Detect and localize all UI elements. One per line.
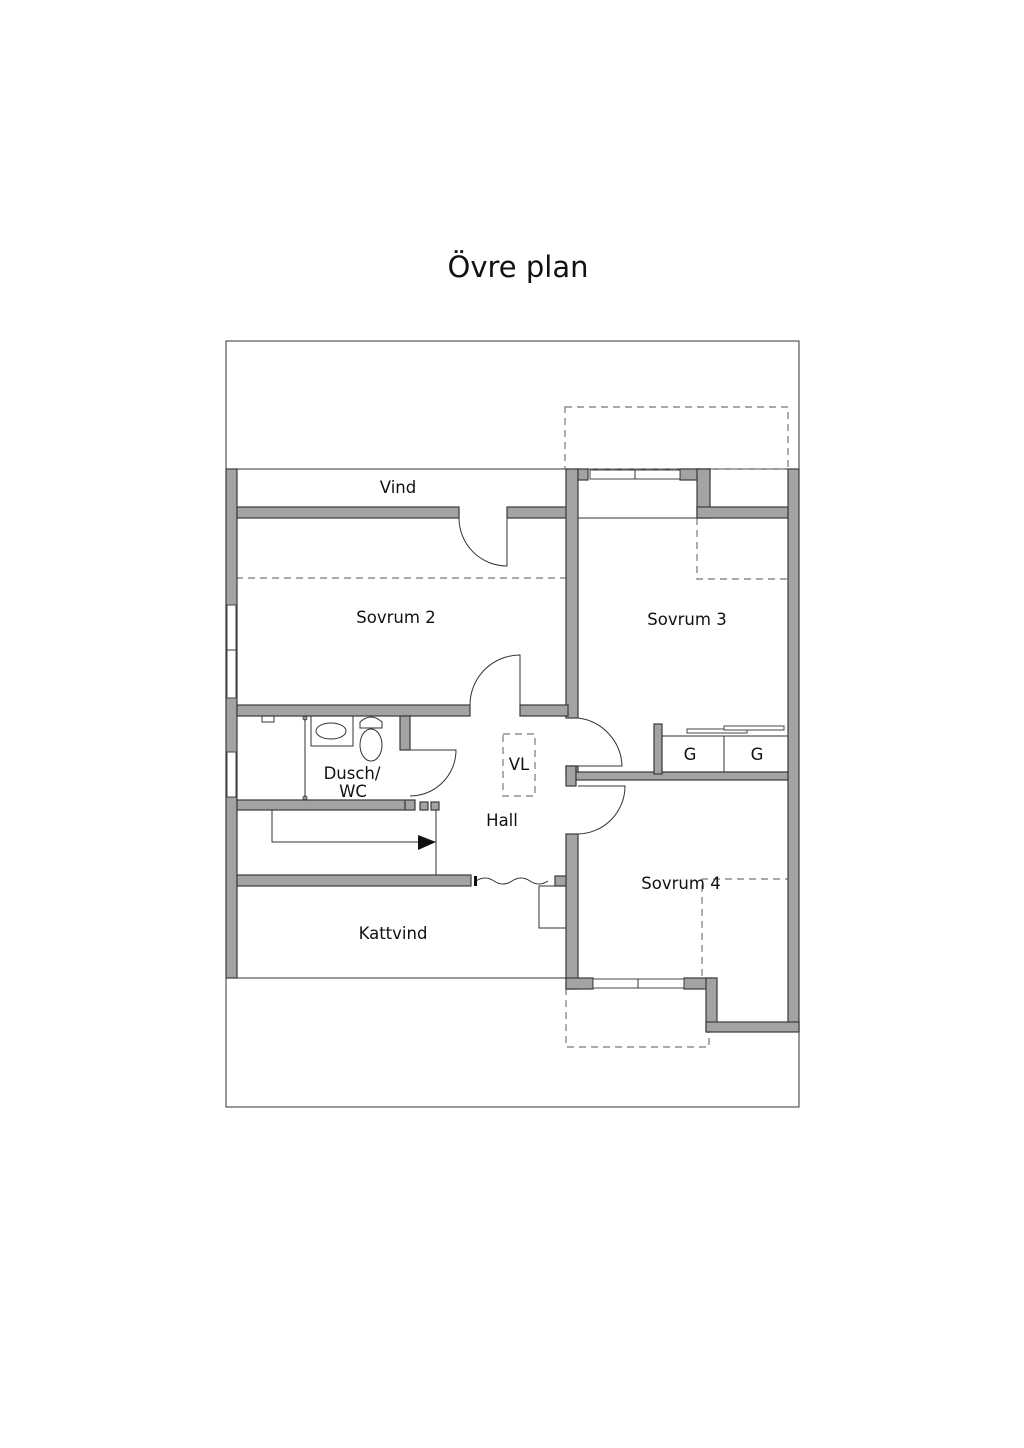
sliding-door[interactable]: [475, 877, 549, 885]
vl-outline: [502, 733, 536, 797]
door-bathroom[interactable]: [409, 749, 457, 797]
door-sovrum2[interactable]: [469, 654, 521, 706]
wall-left: [225, 468, 238, 979]
sink-icon: [310, 715, 354, 747]
wardrobe: [661, 735, 789, 773]
wardrobe-label-2: G: [751, 745, 764, 764]
label-vl: VL: [509, 755, 530, 774]
dormer-top: [564, 406, 789, 470]
plan-title: Övre plan: [447, 250, 589, 284]
shower-icon: [261, 715, 275, 723]
room-label-sovrum2: Sovrum 2: [356, 608, 435, 627]
stairs-arrow: [271, 810, 436, 843]
room-label-hall: Hall: [486, 811, 518, 830]
room-label-wc: WC: [339, 782, 367, 801]
door-vind[interactable]: [458, 517, 508, 567]
room-label-vind: Vind: [380, 478, 416, 497]
door-sovrum4[interactable]: [577, 785, 626, 835]
toilet-icon: [359, 716, 383, 729]
wardrobe-label-1: G: [684, 745, 697, 764]
room-label-kattvind: Kattvind: [359, 924, 428, 943]
door-sovrum3[interactable]: [577, 717, 623, 767]
room-label-sovrum4: Sovrum 4: [641, 874, 720, 893]
room-label-sovrum3: Sovrum 3: [647, 610, 726, 629]
wall-right: [787, 468, 800, 1032]
room-label-dusch: Dusch/: [324, 764, 381, 783]
